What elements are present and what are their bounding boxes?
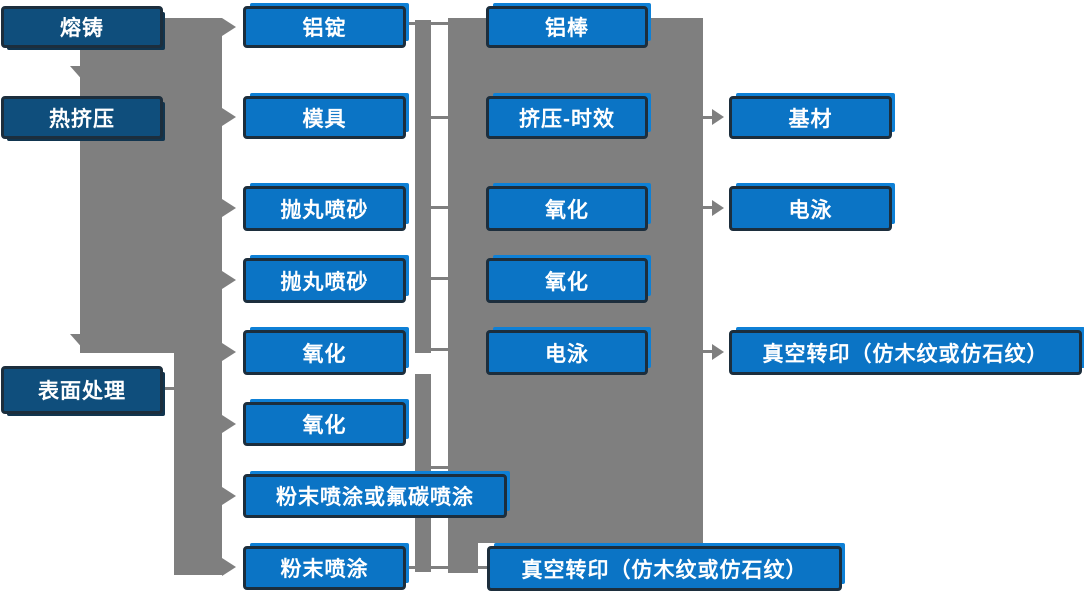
node-surface-treatment: 表面处理: [1, 366, 163, 414]
arrow-to-mold: [222, 108, 236, 126]
connector-line-to-vacuum-transfer: [703, 350, 713, 353]
arrow-to-shot-blasting-2: [222, 271, 236, 289]
arrow-to-powder-fluoro: [222, 487, 236, 505]
connector-line-ingot-rod: [407, 22, 450, 25]
connector-line-shotblast1-oxidation: [431, 206, 449, 209]
node-vacuum-transfer-1: 真空转印（仿木纹或仿石纹）: [487, 546, 842, 591]
node-melting-casting: 熔铸: [1, 6, 163, 48]
node-hot-extrusion: 热挤压: [1, 96, 163, 139]
arrow-to-powder-coating: [222, 558, 236, 576]
node-oxidation-3: 氧化: [486, 186, 648, 231]
arrow-to-vacuum-transfer: [712, 344, 724, 360]
node-base-material: 基材: [729, 96, 892, 139]
node-oxidation-2: 氧化: [243, 402, 406, 446]
arrow-to-base-material: [712, 109, 724, 125]
arrow-to-oxidation-1: [222, 343, 236, 361]
node-electrophoresis-2: 电泳: [729, 186, 892, 231]
connector-line-shotblast2-oxidation: [431, 277, 449, 280]
node-vacuum-transfer-2: 真空转印（仿木纹或仿石纹）: [729, 330, 1082, 375]
middle-bus-connector-lower: [415, 374, 431, 572]
connector-line-to-base-material: [703, 116, 713, 119]
arrow-to-electrophoresis: [712, 200, 724, 216]
middle-bus-connector-upper: [415, 20, 431, 353]
connector-line-mold-extrusion: [431, 116, 449, 119]
node-aluminum-rod: 铝棒: [486, 6, 648, 48]
arrow-to-aluminum-ingot: [222, 18, 236, 36]
node-mold: 模具: [243, 96, 406, 139]
arrow-down-to-surface-treatment: [70, 334, 100, 351]
node-aluminum-ingot: 铝锭: [243, 6, 406, 48]
node-shot-blasting-1: 抛丸喷砂: [243, 186, 406, 231]
node-powder-coating: 粉末喷涂: [243, 546, 406, 590]
node-electrophoresis-1: 电泳: [486, 330, 648, 375]
connector-line-powder-vacuum: [405, 566, 488, 569]
node-extrusion-aging: 挤压-时效: [486, 96, 648, 139]
node-oxidation-1: 氧化: [243, 330, 406, 375]
arrow-to-shot-blasting-1: [222, 199, 236, 217]
connector-line-surface-treatment: [160, 387, 176, 390]
left-spine-connector: [80, 18, 222, 353]
connector-line-oxidation-electro: [431, 348, 449, 351]
arrow-down-to-hot-extrusion: [70, 66, 100, 83]
arrow-to-oxidation-2: [222, 415, 236, 433]
left-lower-spine-connector: [174, 353, 222, 575]
node-powder-or-fluorocarbon: 粉末喷涂或氟碳喷涂: [243, 474, 507, 518]
connector-line-coating-band: [431, 466, 449, 469]
node-shot-blasting-2: 抛丸喷砂: [243, 258, 406, 303]
connector-line-to-electrophoresis: [703, 206, 713, 209]
node-oxidation-4: 氧化: [486, 258, 648, 303]
